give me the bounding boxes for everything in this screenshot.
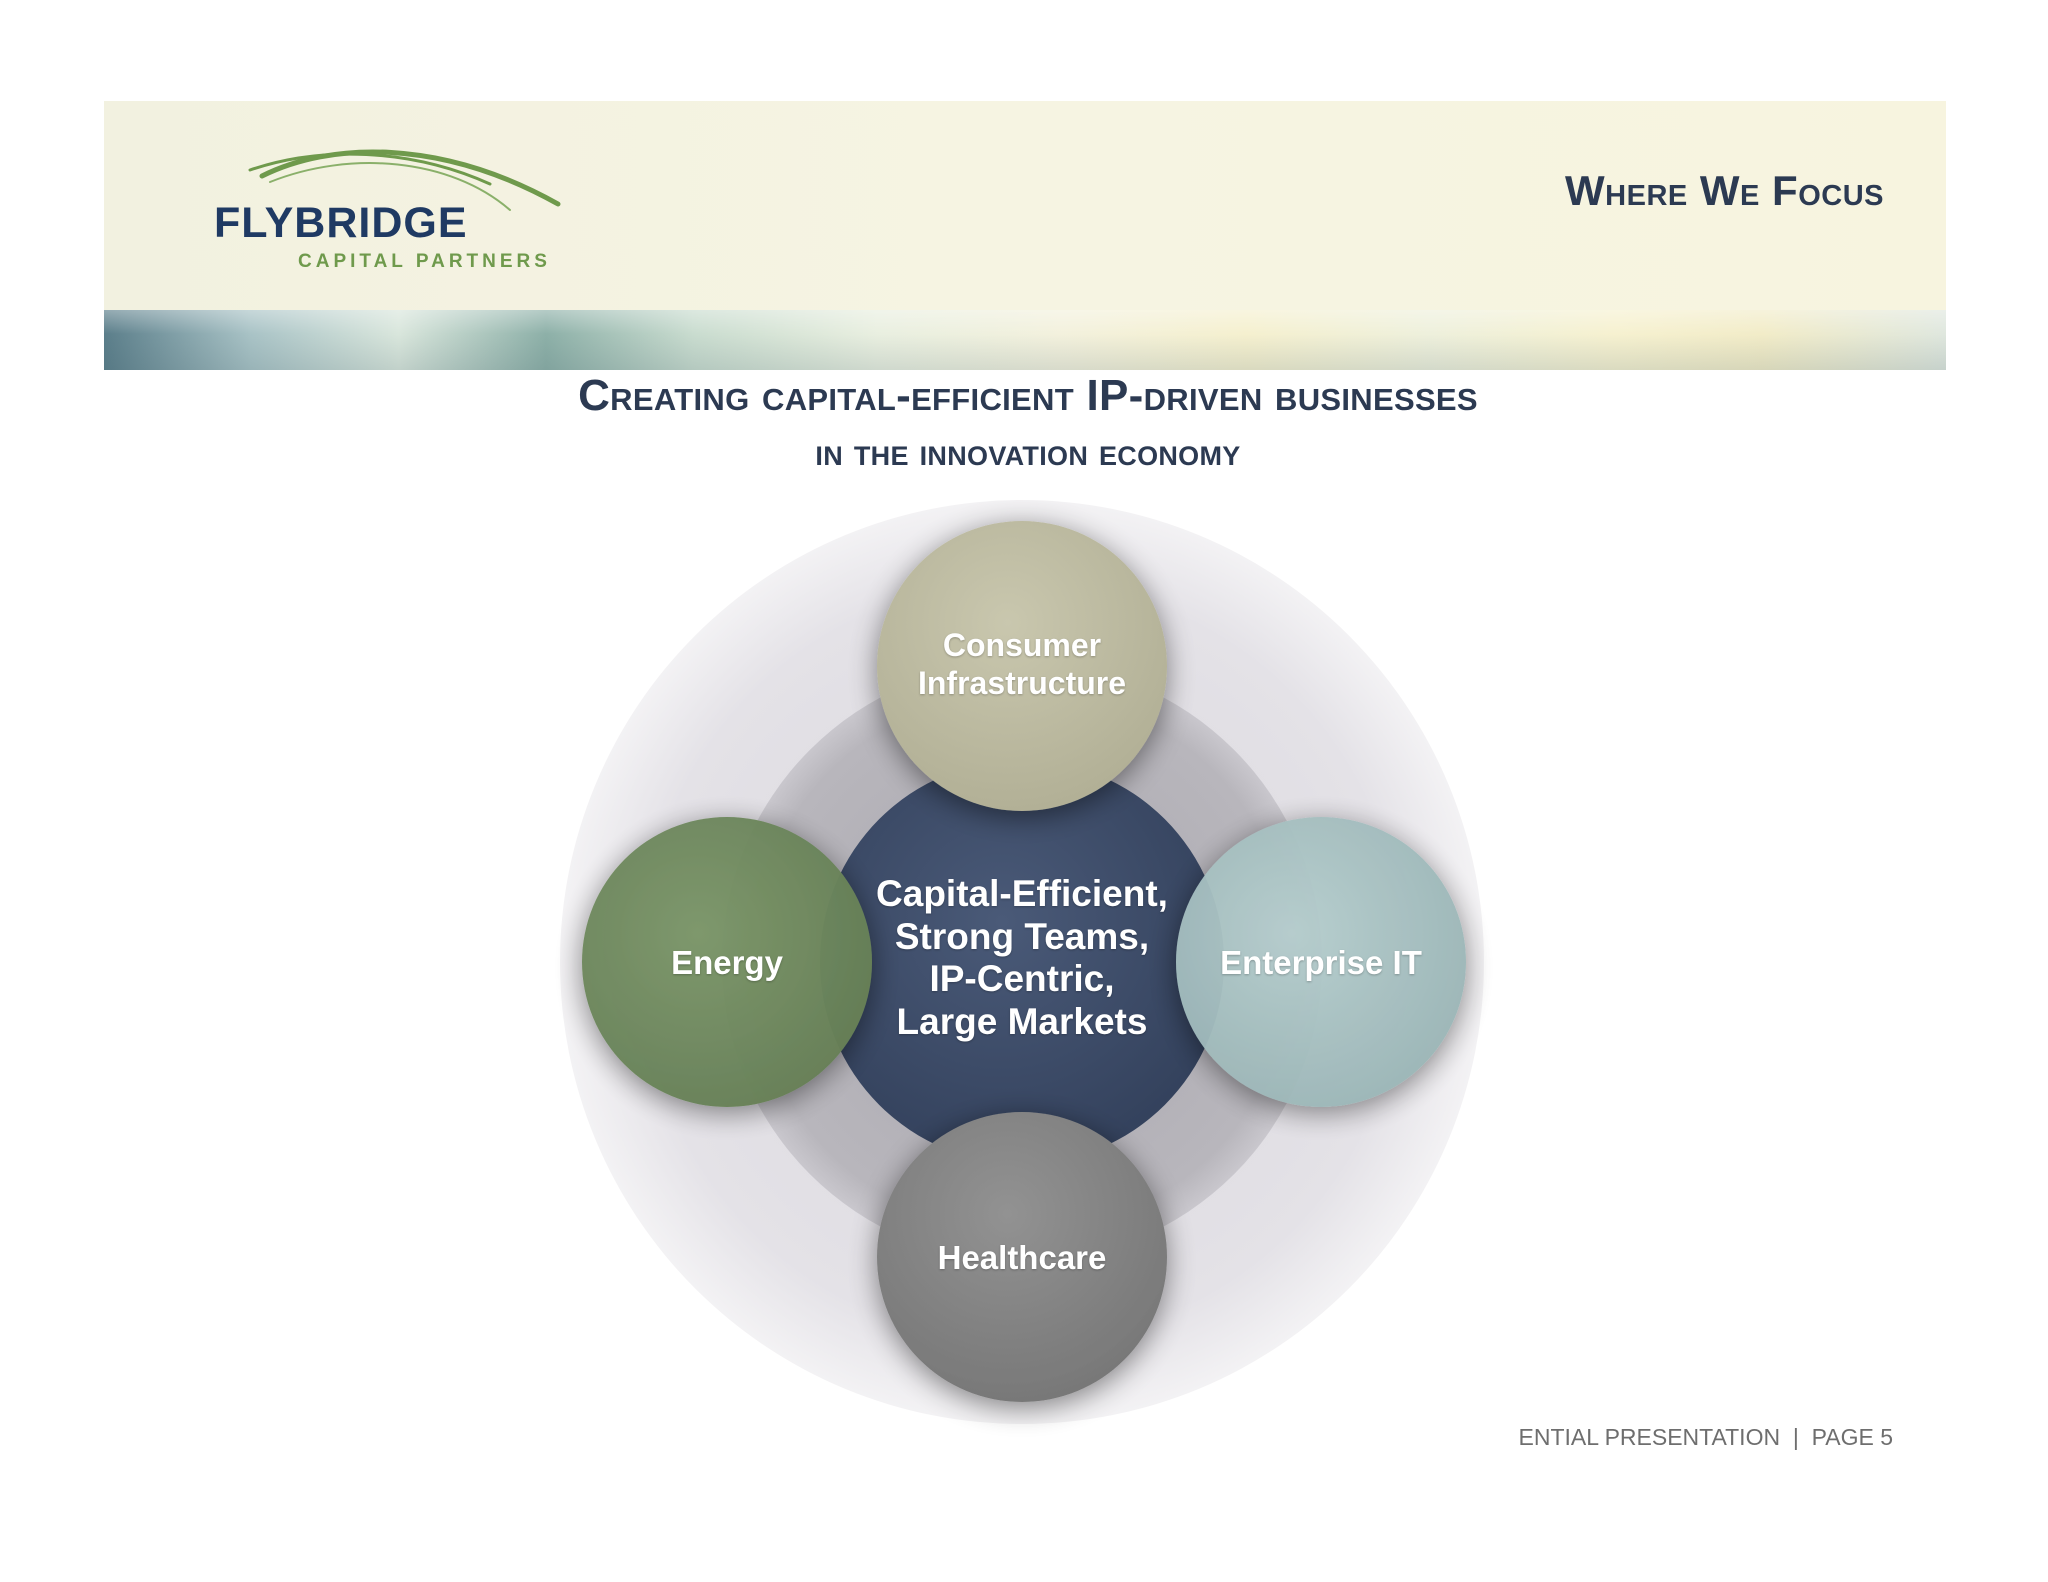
enterprise-it-label: Enterprise IT xyxy=(1220,944,1422,981)
headline-line-2: in the innovation economy xyxy=(815,432,1241,474)
enterprise-it-circle xyxy=(1176,817,1466,1107)
center-circle xyxy=(820,760,1224,1164)
consumer-label-line-1: Consumer xyxy=(942,627,1102,663)
focus-diagram-graphic xyxy=(560,500,1484,1424)
header-decorative-strip xyxy=(104,310,1946,370)
consumer-infrastructure-circle xyxy=(877,521,1167,811)
logo-name: FLYBRIDGE xyxy=(214,199,468,247)
focus-diagram: Consumer Infrastructure Energy Enterpris… xyxy=(520,500,1520,1460)
healthcare-circle xyxy=(877,1112,1167,1402)
center-label-line-4: Large Markets xyxy=(896,1000,1148,1042)
footer-page-info: ENTIAL PRESENTATION | PAGE 5 xyxy=(1518,1424,1893,1450)
flybridge-logo: FLYBRIDGE CAPITAL PARTNERS xyxy=(210,140,570,280)
page-title: Where We Focus xyxy=(1565,167,1884,214)
center-label-line-3: IP-Centric, xyxy=(929,958,1115,1000)
center-label-line-1: Capital-Efficient, xyxy=(876,873,1168,914)
consumer-label-line-2: Infrastructure xyxy=(917,665,1127,702)
headline-line-1: Creating capital-efficient IP-driven bus… xyxy=(578,371,1478,420)
energy-circle xyxy=(582,817,872,1107)
consumer-infrastructure-label: Consumer Infrastructure xyxy=(882,626,1162,703)
center-label: Capital-Efficient, Strong Teams, IP-Cent… xyxy=(847,873,1197,1043)
logo-subtitle: CAPITAL PARTNERS xyxy=(298,251,551,272)
energy-label: Energy xyxy=(671,944,783,981)
center-label-line-2: Strong Teams, xyxy=(894,915,1150,957)
logo-arc-icon xyxy=(248,149,561,211)
healthcare-label: Healthcare xyxy=(937,1239,1107,1276)
header-band xyxy=(104,101,1946,311)
